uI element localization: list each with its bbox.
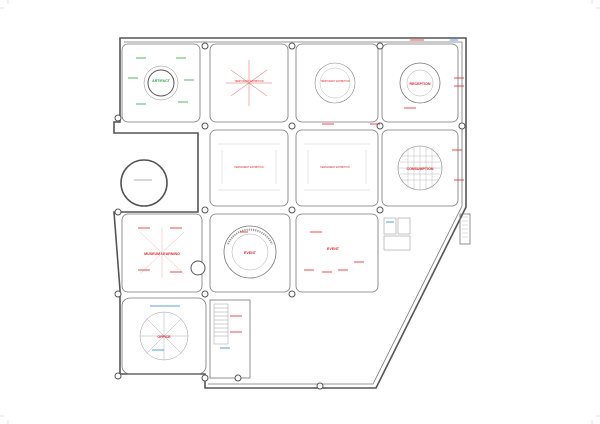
artifact-label: ARTIFACT (152, 79, 171, 83)
permanent-exhibition-1-label: PERMANENT EXHIBITION (234, 166, 263, 169)
permanent-exhibition-hatching (218, 143, 370, 191)
room-labels: ARTIFACT TEMPORARY EXHIBITION TEMPORARY … (144, 79, 434, 339)
event-1-seating (223, 225, 277, 279)
reception-circle (399, 62, 441, 104)
room-walls (121, 43, 459, 379)
consumption-label: CONSUMPTION (407, 167, 434, 171)
office-rays (139, 311, 189, 361)
museum-learning-rays (139, 228, 185, 278)
reception-label: RECEPTION (410, 82, 431, 86)
columns (114, 42, 466, 390)
event-2-label: EVENT (327, 247, 340, 251)
service-rooms-right (383, 217, 411, 251)
artifact-circle (143, 65, 179, 101)
temporary-exhibition-2-ring (314, 62, 356, 104)
temporary-exhibition-1-label: TEMPORARY EXHIBITION (234, 80, 264, 83)
museum-learning-label: MUSEUM LEARNING (144, 252, 180, 256)
consumption-grid (397, 145, 443, 191)
stairwell (213, 303, 229, 345)
temporary-exhibition-1-rays (226, 60, 272, 106)
office-label: OFFICE (157, 335, 171, 339)
permanent-exhibition-2-label: PERMANENT EXHIBITION (320, 166, 349, 169)
minor-annotation-marks (128, 39, 464, 351)
event-1-label: EVENT (244, 251, 257, 255)
temporary-exhibition-2-label: TEMPORARY EXHIBITION (320, 80, 350, 83)
